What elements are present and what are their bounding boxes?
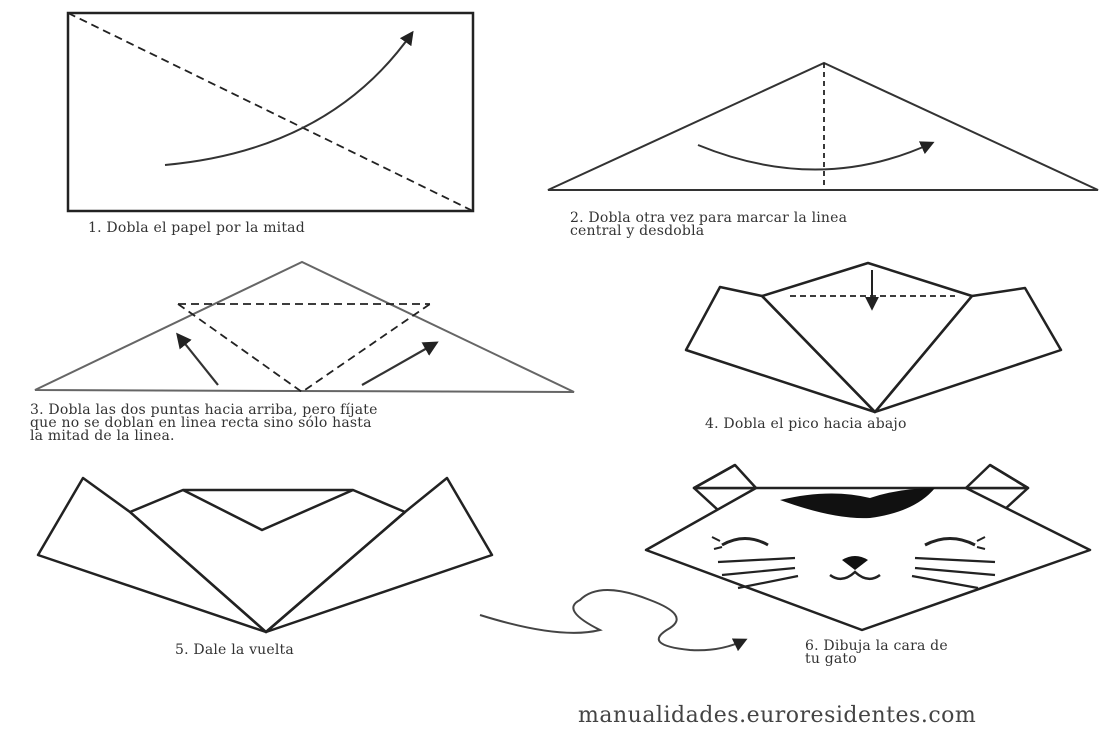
source-credit: manualidades.euroresidentes.com <box>578 703 1098 728</box>
arrow-icon <box>698 143 932 170</box>
arrow-icon <box>362 343 436 385</box>
step-4-caption: 4. Dobla el pico hacia abajo <box>705 418 1045 431</box>
step-3-caption: 3. Dobla las dos puntas hacia arriba, pe… <box>30 404 590 443</box>
arrow-icon <box>480 590 745 650</box>
step-4-figure <box>686 263 1061 412</box>
step-2-caption: 2. Dobla otra vez para marcar la linea c… <box>570 212 1050 238</box>
arrow-icon <box>165 33 412 165</box>
step-1-caption: 1. Dobla el papel por la mitad <box>88 222 468 235</box>
step-1-figure <box>68 13 473 211</box>
step-2-figure <box>548 63 1098 190</box>
cat-face-icon <box>646 465 1090 630</box>
arrow-icon <box>178 335 218 385</box>
step-5-caption: 5. Dale la vuelta <box>175 644 395 657</box>
step-5-figure <box>38 478 492 632</box>
step-6-caption: 6. Dibuja la cara de tu gato <box>805 640 1075 666</box>
step-3-figure <box>35 262 574 392</box>
